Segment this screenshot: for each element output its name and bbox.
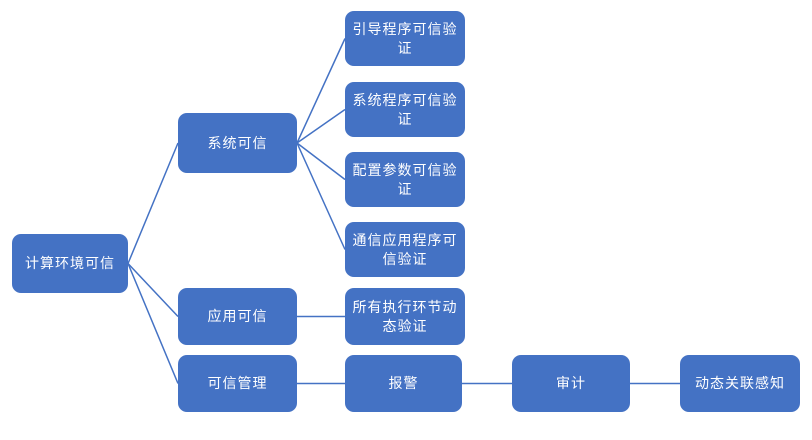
connector-system-comm xyxy=(296,142,346,250)
node-comm-app-verification: 通信应用程序可信验证 xyxy=(345,222,465,277)
connector-root-mgmt xyxy=(127,263,179,384)
node-system-trusted: 系统可信 xyxy=(178,113,297,173)
node-trusted-management: 可信管理 xyxy=(178,355,297,412)
node-exec-dynamic-verification: 所有执行环节动态验证 xyxy=(345,288,465,345)
connector-root-app xyxy=(127,262,179,318)
node-system-program-verification: 系统程序可信验证 xyxy=(345,82,465,137)
node-application-trusted: 应用可信 xyxy=(178,288,297,345)
node-audit: 审计 xyxy=(512,355,630,412)
node-dynamic-association: 动态关联感知 xyxy=(680,355,800,412)
node-config-param-verification: 配置参数可信验证 xyxy=(345,152,465,207)
connector-root-system xyxy=(127,142,179,264)
connector-system-config xyxy=(296,142,346,181)
node-computing-env-trusted: 计算环境可信 xyxy=(12,234,128,293)
connector-system-sysprog xyxy=(296,108,346,144)
node-alarm: 报警 xyxy=(345,355,462,412)
connector-system-boot xyxy=(296,38,346,144)
node-boot-verification: 引导程序可信验证 xyxy=(345,11,465,66)
